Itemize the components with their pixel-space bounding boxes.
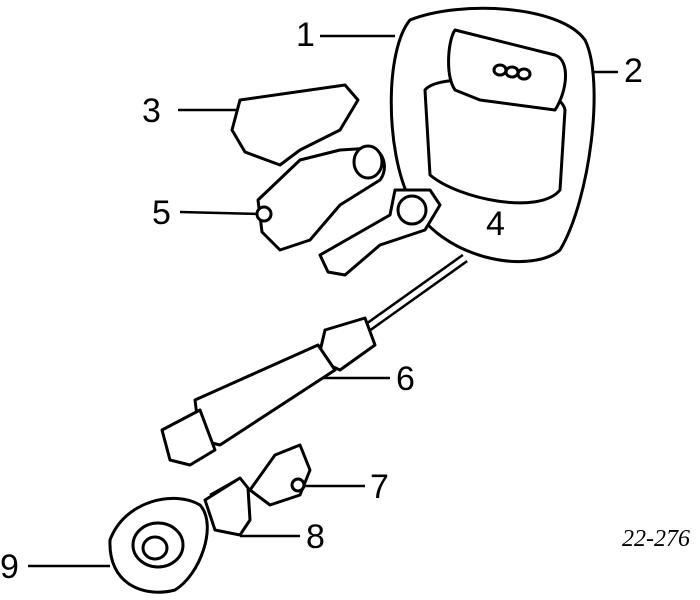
callout-2: 2	[624, 52, 643, 90]
callout-4: 4	[486, 205, 505, 243]
callout-7: 7	[370, 468, 389, 506]
lower-shroud-drawing	[318, 188, 442, 277]
joint-drawing	[248, 443, 312, 507]
horn-pad-drawing	[447, 28, 567, 112]
callout-9: 9	[0, 548, 19, 586]
switch-drawing	[255, 144, 386, 252]
bolt-drawing	[203, 476, 252, 537]
callout-8: 8	[306, 518, 325, 556]
figure-code: 22-276	[622, 526, 690, 552]
callout-3: 3	[142, 92, 161, 130]
upper-shroud-drawing	[230, 83, 360, 167]
callout-6: 6	[396, 360, 415, 398]
callout-1: 1	[296, 16, 315, 54]
boot-drawing	[108, 497, 209, 594]
callout-5: 5	[152, 194, 171, 232]
shaft-drawing	[160, 253, 468, 467]
